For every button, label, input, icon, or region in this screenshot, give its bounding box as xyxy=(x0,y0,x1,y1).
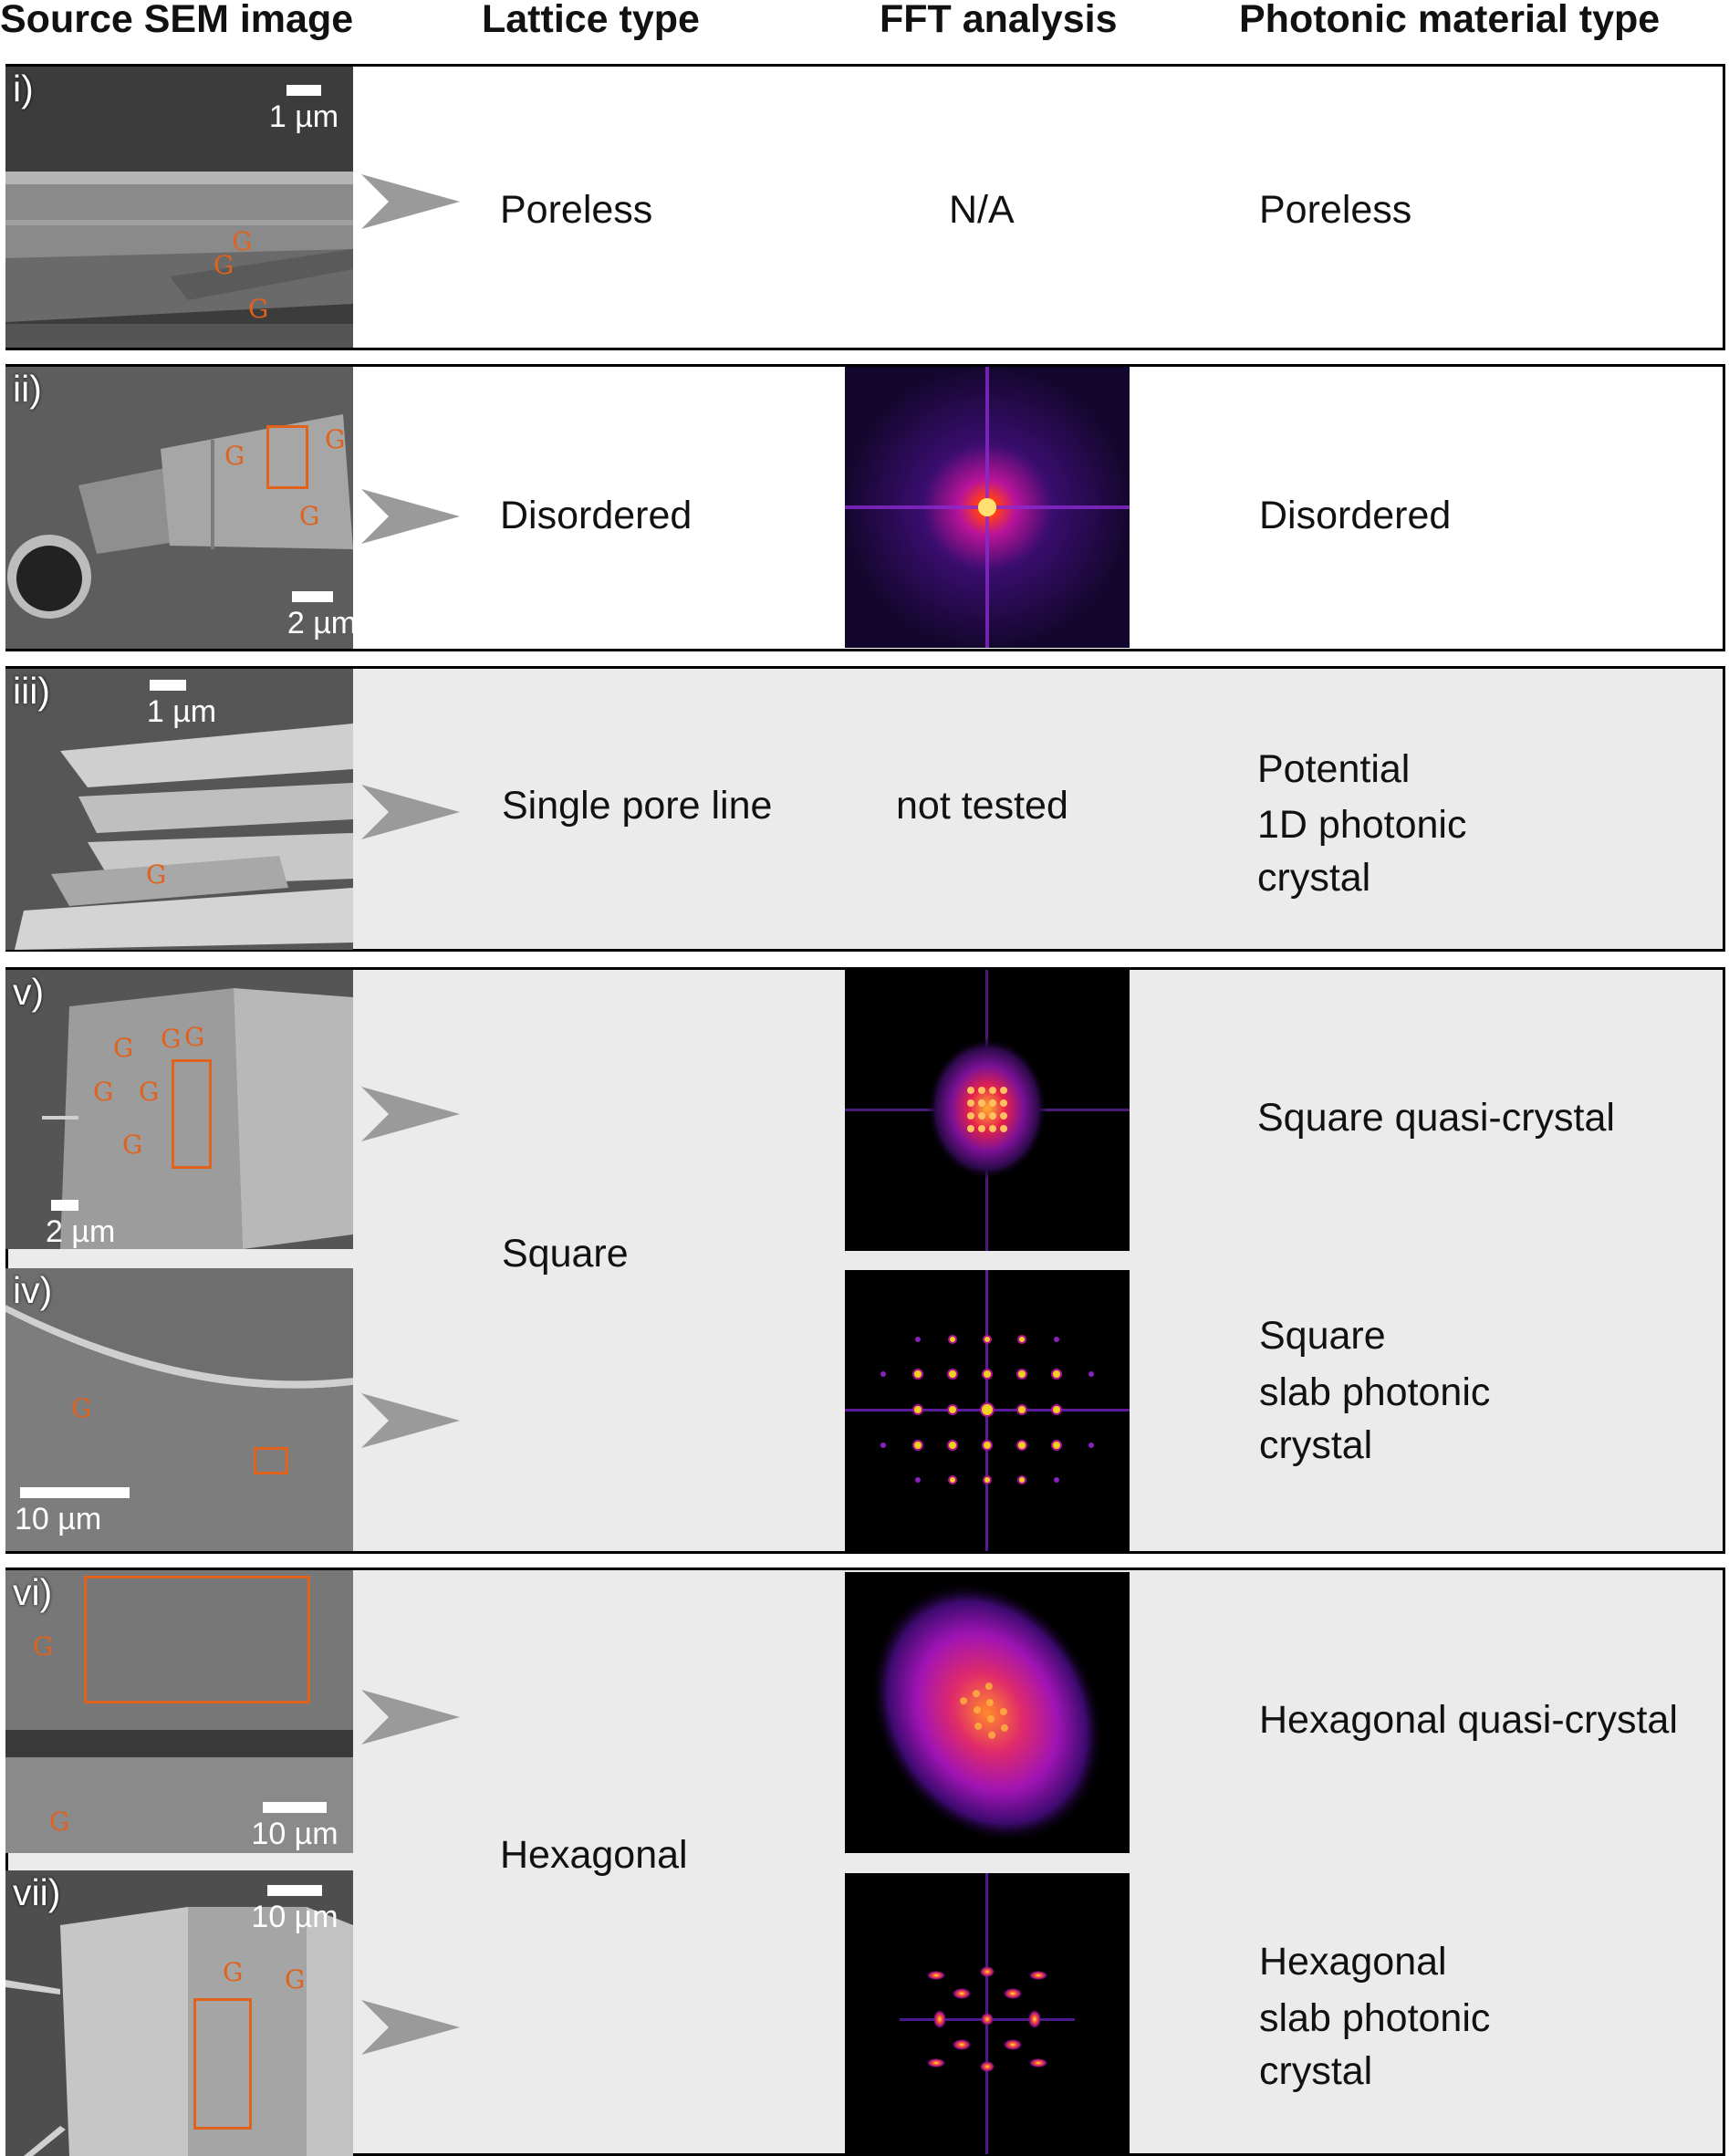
arrow-icon xyxy=(361,489,460,544)
arrow-icon xyxy=(361,1393,460,1448)
material-line: 1D photonic xyxy=(1257,803,1467,847)
lattice-type-iii: Single pore line xyxy=(502,784,773,828)
scale-bar: 2 µm xyxy=(281,591,353,639)
lattice-type-hexagonal: Hexagonal xyxy=(500,1833,688,1877)
fft-image-ii xyxy=(845,367,1130,648)
header-material: Photonic material type xyxy=(1239,0,1661,41)
material-type-i: Poreless xyxy=(1259,188,1412,232)
girdle-mark: G xyxy=(184,1022,205,1052)
girdle-mark: G xyxy=(299,501,320,531)
scale-bar: 1 µm xyxy=(141,680,223,727)
girdle-mark: G xyxy=(113,1033,134,1063)
material-line: crystal xyxy=(1257,856,1371,900)
sem-image-v: v) 2 µm G G G G G G xyxy=(5,970,353,1249)
fft-text-iii: not tested xyxy=(896,784,1068,828)
material-line: crystal xyxy=(1259,2049,1373,2093)
material-line: slab photonic xyxy=(1259,1996,1491,2040)
panel-label: ii) xyxy=(13,368,42,410)
girdle-mark: G xyxy=(33,1631,54,1661)
scale-bar: 10 µm xyxy=(245,1885,345,1932)
girdle-mark: G xyxy=(146,859,167,890)
girdle-mark: G xyxy=(122,1130,143,1160)
panel-label: iii) xyxy=(13,670,50,712)
region-of-interest xyxy=(172,1059,212,1169)
material-type-ii: Disordered xyxy=(1259,494,1452,537)
sem-image-iv: iv) 10 µm G xyxy=(5,1268,353,1551)
material-type-v: Square quasi-crystal xyxy=(1257,1096,1615,1140)
material-line: Hexagonal xyxy=(1259,1940,1447,1984)
panel-label: i) xyxy=(13,68,34,109)
scale-bar: 10 µm xyxy=(15,1487,142,1535)
girdle-mark: G xyxy=(285,1964,306,1995)
girdle-mark: G xyxy=(325,424,346,454)
girdle-mark: G xyxy=(224,441,245,471)
girdle-mark: G xyxy=(161,1024,182,1054)
panel-label: v) xyxy=(13,971,45,1013)
fft-image-iv xyxy=(845,1270,1130,1551)
sem-image-i: i) 1 µm G G G xyxy=(5,67,353,348)
fft-image-vi xyxy=(845,1572,1130,1853)
header-source: Source SEM image xyxy=(0,0,354,41)
material-type-vi: Hexagonal quasi-crystal xyxy=(1259,1698,1678,1742)
material-line: crystal xyxy=(1259,1423,1373,1467)
fft-text-i: N/A xyxy=(949,188,1015,232)
material-line: slab photonic xyxy=(1259,1370,1491,1414)
sem-image-ii: ii) 2 µm G G G xyxy=(5,367,353,649)
girdle-mark: G xyxy=(139,1077,160,1107)
sem-image-vii: vii) 10 µm G G xyxy=(5,1870,353,2156)
region-of-interest xyxy=(193,1998,252,2130)
header-fft: FFT analysis xyxy=(880,0,1118,41)
girdle-mark: G xyxy=(248,294,269,324)
material-line: Potential xyxy=(1257,747,1411,791)
material-type-iv: Square slab photonic crystal xyxy=(1259,1307,1490,1471)
region-of-interest xyxy=(266,425,308,489)
material-type-vii: Hexagonal slab photonic crystal xyxy=(1259,1932,1490,2097)
panel-label: iv) xyxy=(13,1269,53,1311)
scale-bar: 2 µm xyxy=(46,1200,137,1247)
material-line: Square xyxy=(1259,1314,1386,1358)
girdle-mark: G xyxy=(223,1957,244,1987)
material-type-iii: Potential 1D photonic crystal xyxy=(1257,741,1467,903)
scale-bar: 10 µm xyxy=(245,1802,345,1849)
arrow-icon xyxy=(361,785,460,839)
girdle-mark: G xyxy=(214,250,234,280)
header-lattice: Lattice type xyxy=(482,0,700,41)
arrow-icon xyxy=(361,174,460,229)
lattice-type-ii: Disordered xyxy=(500,494,693,537)
girdle-mark: G xyxy=(71,1393,92,1423)
girdle-mark: G xyxy=(49,1807,70,1837)
lattice-type-square: Square xyxy=(502,1232,629,1276)
fft-image-vii xyxy=(845,1873,1130,2154)
panel-label: vi) xyxy=(13,1571,53,1613)
sem-image-vi: vi) 10 µm G G xyxy=(5,1570,353,1853)
arrow-icon xyxy=(361,1087,460,1141)
sem-image-iii: iii) 1 µm G xyxy=(5,669,353,950)
arrow-icon xyxy=(361,2000,460,2055)
fft-image-v xyxy=(845,970,1130,1251)
scale-bar: 1 µm xyxy=(263,85,345,132)
lattice-type-i: Poreless xyxy=(500,188,653,232)
region-of-interest xyxy=(84,1576,310,1703)
arrow-icon xyxy=(361,1690,460,1745)
region-of-interest xyxy=(254,1447,288,1474)
girdle-mark: G xyxy=(93,1077,114,1107)
panel-label: vii) xyxy=(13,1871,61,1913)
girdle-mark: G xyxy=(232,226,253,256)
